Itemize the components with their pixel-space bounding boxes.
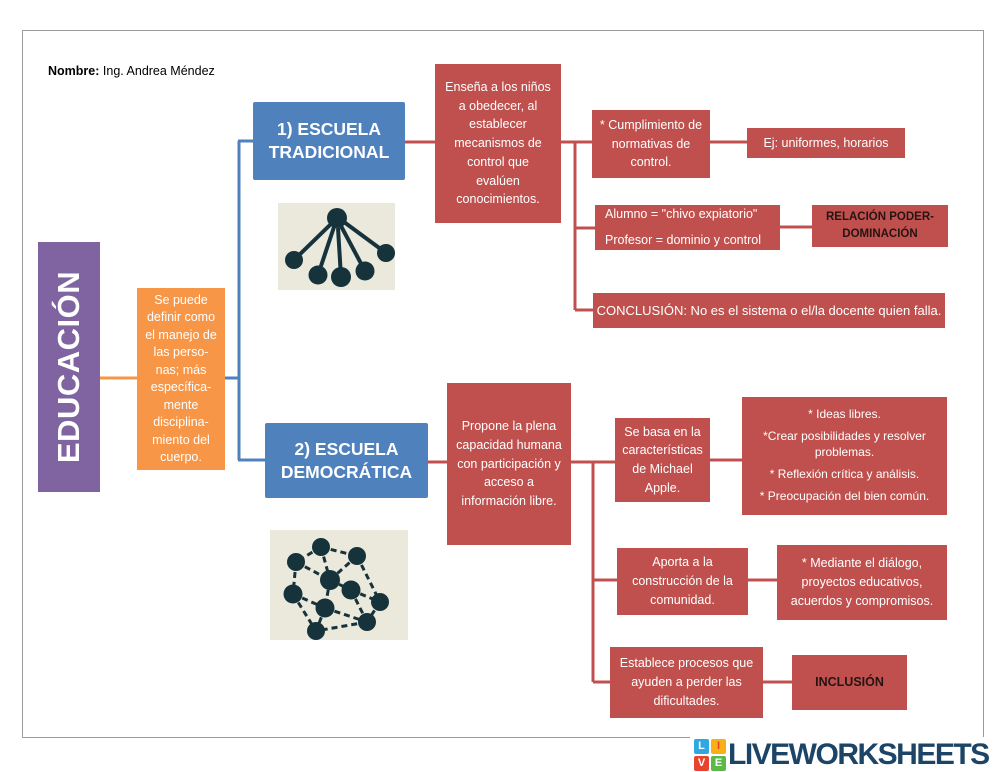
escuela-democratica-node: 2) ESCUELA DEMOCRÁTICA [265, 423, 428, 498]
logo-letter-i: I [711, 738, 726, 754]
ideas-libres-node: * Ideas libres. *Crear posibilidades y r… [742, 397, 947, 515]
name-label: Nombre: [48, 64, 100, 78]
cumplimiento-node: * Cumplimiento de normativas de control. [592, 110, 710, 178]
name-value[interactable]: Ing. Andrea Méndez [102, 64, 215, 78]
relacion-poder-node: RELACIÓN PODER- DOMINACIÓN [812, 205, 948, 247]
logo-letter-e: E [711, 755, 726, 771]
educacion-label: EDUCACIÓN [51, 270, 87, 464]
aporta-comunidad-node: Aporta a la construcción de la comunidad… [617, 548, 748, 615]
idea-item: * Preocupación del bien común. [759, 489, 930, 503]
logo-letter-v: V [694, 755, 709, 771]
mesh-network-icon [270, 530, 408, 640]
student-name-line: Nombre: Ing. Andrea Méndez [48, 64, 215, 78]
ejemplo-uniformes-node: Ej: uniformes, horarios [747, 128, 905, 158]
alumno-line: Alumno = "chivo expiatorio" [605, 207, 758, 222]
tradicional-description-node: Enseña a los niños a obedecer, al establ… [435, 64, 561, 223]
liveworksheets-logo[interactable]: L I V E LIVEWORKSHEETS [690, 737, 1000, 772]
idea-item: *Crear posibilidades y resolver problema… [763, 429, 926, 459]
michael-apple-node: Se basa en la características de Michael… [615, 418, 710, 502]
educacion-root-node: EDUCACIÓN [38, 242, 100, 492]
establece-procesos-node: Establece procesos que ayuden a perder l… [610, 647, 763, 718]
idea-item: * Reflexión crítica y análisis. [769, 467, 920, 481]
profesor-line: Profesor = dominio y control [605, 233, 761, 247]
liveworksheets-wordmark: LIVEWORKSHEETS [728, 737, 990, 771]
inclusion-node: INCLUSIÓN [792, 655, 907, 710]
idea-item: * Ideas libres. [808, 407, 881, 422]
escuela-tradicional-node: 1) ESCUELA TRADICIONAL [253, 102, 405, 180]
worksheet-frame [22, 30, 984, 738]
star-network-icon [278, 203, 395, 290]
mediante-dialogo-node: * Mediante el diálogo, proyectos educati… [777, 545, 947, 620]
democratica-description-node: Propone la plena capacidad humana con pa… [447, 383, 571, 545]
liveworksheets-logo-grid-icon: L I V E [694, 738, 726, 771]
logo-letter-l: L [694, 738, 709, 754]
definition-node: Se puede definir como el manejo de las p… [137, 288, 225, 470]
alumno-profesor-node: Alumno = "chivo expiatorio" Profesor = d… [595, 205, 780, 250]
conclusion-node: CONCLUSIÓN: No es el sistema o el/la doc… [593, 293, 945, 328]
